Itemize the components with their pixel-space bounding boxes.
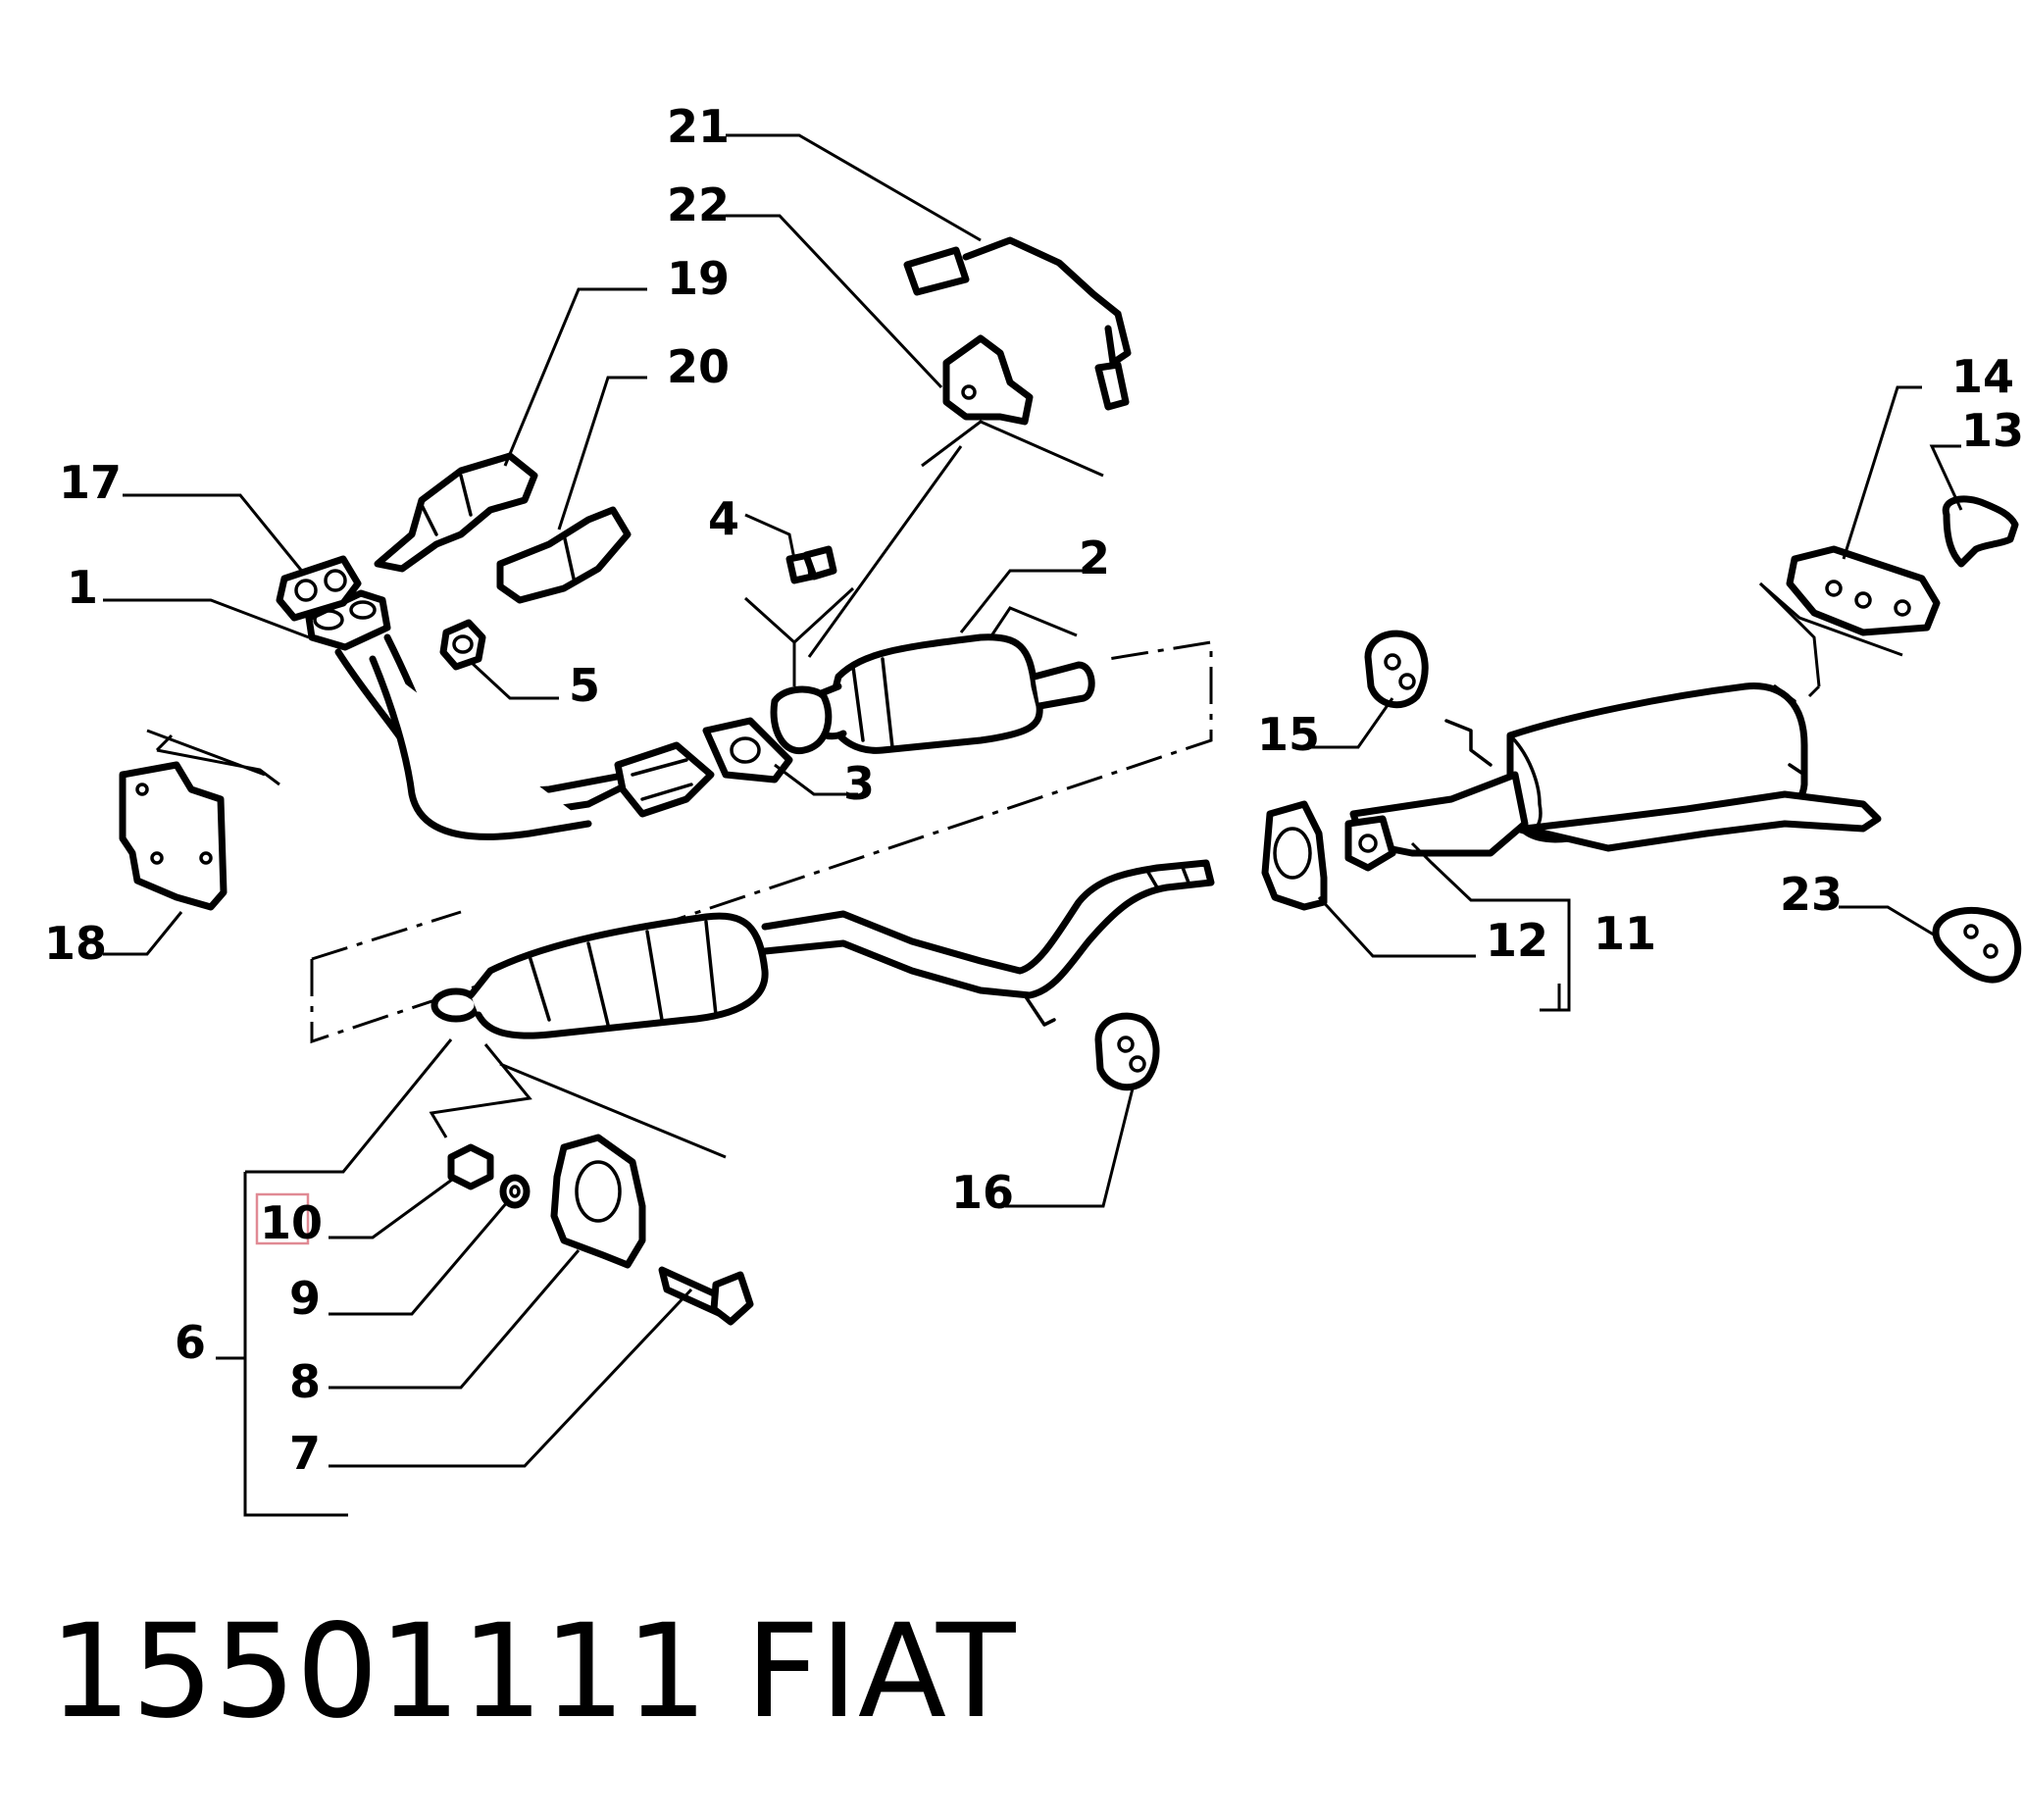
callout-4: 4 [708, 492, 739, 545]
footer: 15501111 FIAT [49, 1596, 1017, 1747]
catalytic-converter [770, 633, 1095, 755]
callout-3: 3 [843, 757, 875, 810]
bolt-4 [785, 545, 837, 584]
rear-silencer [1349, 682, 1882, 857]
callout-15: 15 [1257, 708, 1320, 761]
rubber-ring-16 [1094, 1012, 1160, 1091]
front-downpipe [305, 589, 715, 840]
callout-22: 22 [667, 178, 730, 231]
rubber-ring-15 [1364, 630, 1429, 709]
callout-21: 21 [667, 100, 730, 153]
section-outline [310, 640, 1213, 1044]
callout-16: 16 [951, 1166, 1014, 1219]
heat-shield-19 [374, 452, 538, 573]
callout-2: 2 [1079, 531, 1110, 584]
sensor-bracket [942, 334, 1034, 426]
callout-13: 13 [1961, 404, 2024, 457]
rubber-buffer-23 [1932, 906, 2022, 984]
callout-23: 23 [1780, 868, 1843, 921]
heat-shield-20 [496, 506, 632, 604]
callout-17: 17 [59, 456, 122, 509]
callout-10: 10 [260, 1196, 323, 1249]
leader-lines [103, 133, 1963, 1517]
clamp-bolt-7 [658, 1266, 754, 1326]
callout-14: 14 [1951, 350, 2014, 403]
brand-name: FIAT [745, 1596, 1017, 1747]
nut-5 [439, 619, 486, 671]
part-number: 15501111 [49, 1596, 708, 1747]
callout-18: 18 [44, 917, 107, 970]
callout-1: 1 [67, 561, 98, 614]
callout-19: 19 [667, 252, 730, 305]
rear-clamp [1261, 800, 1396, 911]
callout-8: 8 [289, 1355, 321, 1408]
centre-silencer-pipe [430, 859, 1215, 1039]
clamp-nut-10 [447, 1143, 494, 1190]
washer-9 [499, 1174, 531, 1209]
callout-5: 5 [569, 659, 600, 712]
clamp-8 [550, 1134, 646, 1269]
rear-hanger-13 [1942, 495, 2019, 568]
highlight-box [255, 1192, 310, 1245]
callout-20: 20 [667, 340, 730, 393]
callout-11: 11 [1594, 907, 1656, 960]
callout-6: 6 [175, 1316, 206, 1369]
callout-9: 9 [289, 1272, 321, 1325]
mounting-bracket-18 [119, 761, 228, 911]
manifold-gasket [276, 555, 362, 622]
lambda-sensor [903, 236, 1132, 411]
callout-7: 7 [289, 1427, 321, 1480]
rubber-mount-14 [1786, 545, 1941, 636]
callout-12: 12 [1486, 914, 1548, 967]
callout-labels: 21 22 19 20 17 4 2 1 5 3 18 14 13 15 12 … [44, 100, 2024, 1480]
